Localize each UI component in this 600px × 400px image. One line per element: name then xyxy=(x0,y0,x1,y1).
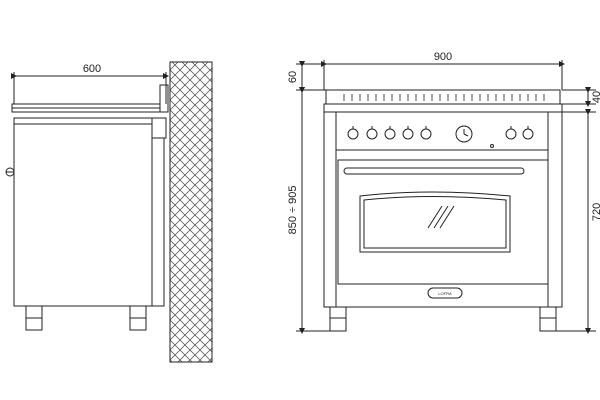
indicator-light xyxy=(490,144,494,148)
front-grill-slots xyxy=(343,94,545,101)
height-label: 850 ÷ 905 xyxy=(287,186,299,235)
brand-badge-text: LOFRA xyxy=(438,291,452,296)
depth-label: 600 xyxy=(83,63,101,75)
wall xyxy=(169,61,213,363)
oven-handle xyxy=(343,167,525,175)
width-label: 900 xyxy=(434,51,452,63)
side-body xyxy=(13,117,165,307)
top-offset-label: 60 xyxy=(287,71,299,83)
front-worktop xyxy=(323,103,563,113)
side-backguard xyxy=(159,84,169,113)
worktop-label: 40 xyxy=(591,91,600,103)
side-view xyxy=(5,61,213,363)
front-view xyxy=(296,60,596,334)
clock-icon xyxy=(455,125,473,143)
oven-height-label: 720 xyxy=(591,203,600,221)
oven-window xyxy=(359,191,511,253)
front-knobs xyxy=(347,126,534,140)
front-backsplash xyxy=(325,89,561,105)
front-foot-right xyxy=(539,306,557,332)
brand-badge xyxy=(427,287,463,299)
front-foot-left xyxy=(329,306,347,332)
